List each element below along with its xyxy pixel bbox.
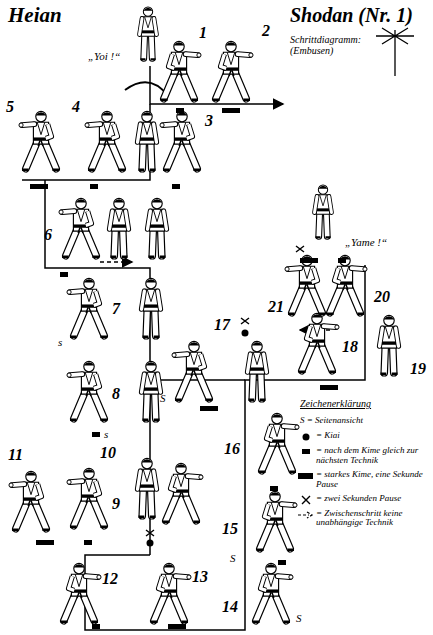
figure-yame	[315, 185, 332, 237]
figure	[161, 41, 201, 99]
legend-sample	[298, 510, 314, 520]
step-number: 10	[100, 444, 116, 462]
step-number: 19	[410, 360, 426, 378]
step-number: 13	[192, 568, 208, 586]
step-number: 9	[112, 495, 120, 513]
legend-sample-shape	[302, 496, 310, 504]
figure	[67, 278, 107, 336]
figure	[67, 468, 107, 526]
figure	[253, 563, 293, 621]
legend-sample	[298, 447, 314, 457]
figure	[151, 563, 191, 621]
step-number: 12	[102, 570, 118, 588]
step-number: 3	[205, 112, 213, 130]
figure	[213, 41, 253, 99]
figure	[285, 255, 325, 313]
step-number: 1	[199, 24, 207, 42]
legend-text: = zwei Sekunden Pause	[316, 494, 426, 504]
legend-text: = Zwischenschritt keine unabhängige Tech…	[316, 509, 426, 529]
step-number: 2	[262, 22, 270, 40]
kata-title: Shodan (Nr. 1)	[290, 4, 413, 26]
step-number: 21	[268, 298, 284, 316]
figure	[110, 198, 129, 256]
figure	[380, 315, 399, 373]
side-view-mark: S	[230, 552, 236, 564]
step-number: 16	[224, 440, 240, 458]
figure	[148, 198, 167, 256]
legend-sample	[298, 432, 314, 442]
legend-text: S = Seitenansicht	[300, 416, 426, 426]
figure	[9, 471, 49, 529]
step-number: 5	[6, 98, 14, 116]
legend-text: = starkes Kime, eine Sekunde Pause	[316, 470, 426, 490]
figure	[160, 111, 200, 169]
figure	[61, 563, 101, 621]
step-number: 6	[44, 226, 52, 244]
figure	[142, 361, 161, 419]
legend-heading: Zeichenerklärung	[300, 398, 371, 409]
legend-sample	[298, 495, 314, 505]
legend-sample	[298, 471, 314, 481]
step-number: 15	[222, 520, 238, 538]
step-number: 4	[72, 98, 80, 116]
figure	[138, 458, 157, 516]
step-number: 8	[112, 385, 120, 403]
pause-marks	[146, 246, 304, 536]
figure	[85, 111, 125, 169]
legend-sample-shape	[298, 473, 313, 479]
step-number: 7	[112, 300, 120, 318]
figure	[163, 463, 203, 521]
diagram-note: Schrittdiagramm: (Embusen)	[290, 34, 374, 56]
command-text: „Yoi !“	[88, 50, 120, 62]
embusen-diagram	[376, 28, 414, 76]
figure	[142, 278, 161, 336]
side-view-mark: S	[296, 612, 302, 624]
figure-yoi	[140, 7, 157, 59]
kata-title: Heian	[8, 4, 62, 27]
figure	[327, 255, 367, 313]
figure	[172, 341, 212, 399]
side-view-mark: s	[104, 428, 108, 440]
legend-text: = nach dem Kime gleich zur nächsten Tech…	[316, 446, 426, 466]
figure	[259, 413, 299, 471]
embusen-line	[22, 66, 365, 630]
legend-sample-shape	[303, 434, 310, 441]
legend-sample-shape	[298, 512, 312, 518]
figure	[257, 491, 297, 549]
karateka-figures	[9, 7, 399, 622]
step-number: 17	[214, 316, 230, 334]
step-number: 20	[374, 288, 390, 306]
figure	[248, 341, 267, 399]
figure	[138, 111, 157, 169]
step-number: 11	[8, 446, 23, 464]
legend-sample-shape	[302, 449, 310, 454]
side-view-mark: s	[58, 336, 62, 348]
figure	[299, 313, 339, 371]
legend-text: = Kiai	[316, 431, 426, 441]
figure	[19, 111, 59, 169]
step-number: 18	[342, 338, 358, 356]
figure	[67, 361, 107, 419]
kime-marks	[30, 108, 346, 629]
side-view-mark: S	[160, 392, 166, 404]
step-number: 14	[222, 598, 238, 616]
command-text: „Yame !“	[345, 236, 387, 248]
figure	[59, 198, 99, 256]
